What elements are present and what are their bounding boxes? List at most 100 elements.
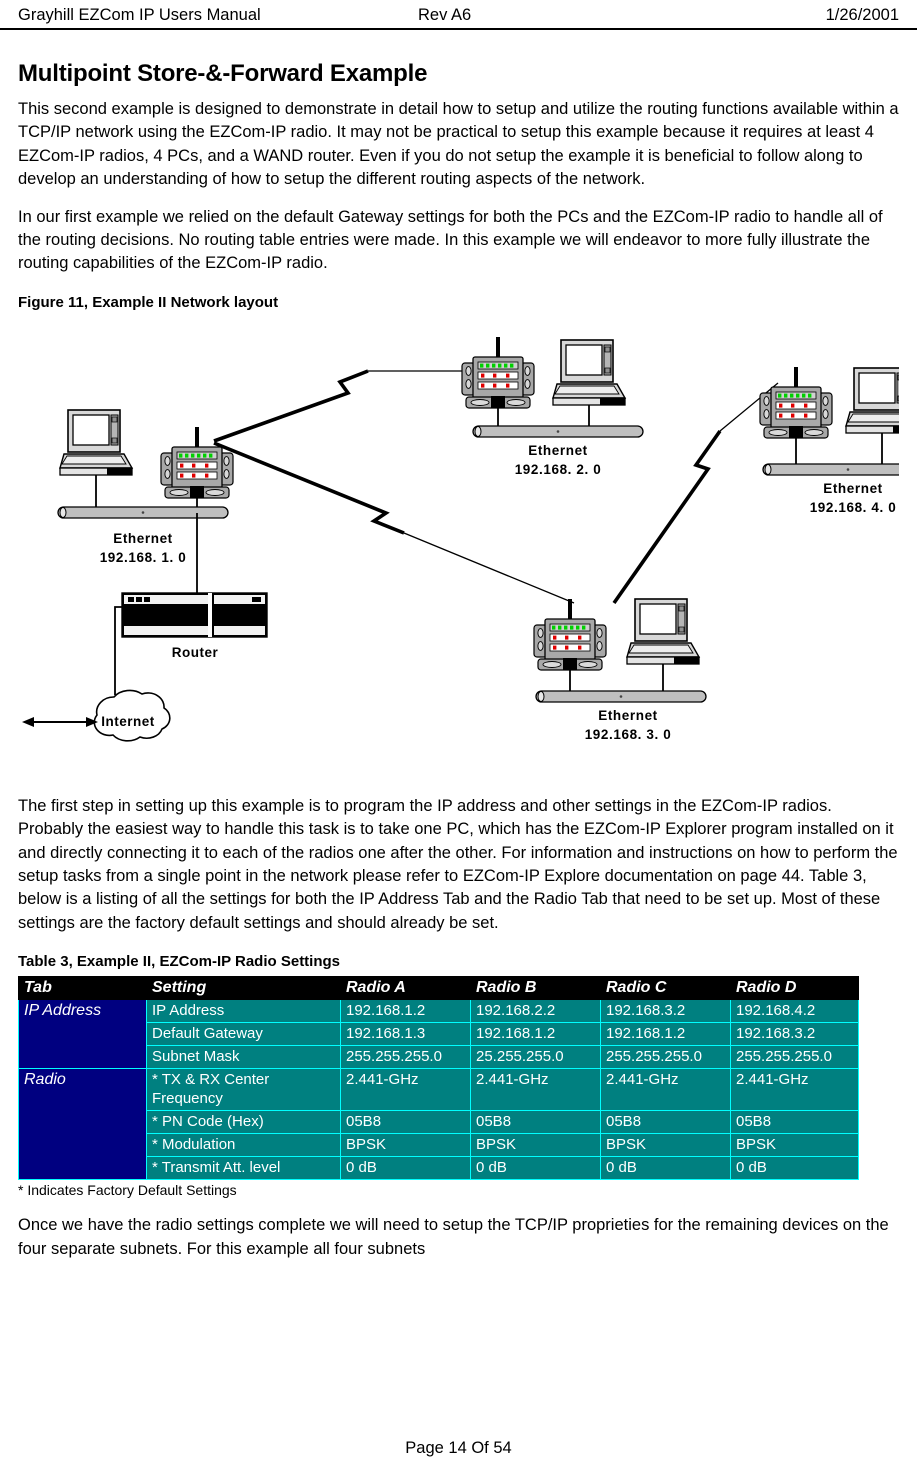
column-header-radio-b: Radio B (470, 976, 601, 1001)
internet-cloud-icon (93, 689, 171, 742)
header-date: 1/26/2001 (825, 6, 899, 24)
table-header-row: Tab Setting Radio A Radio B Radio C Radi… (18, 976, 859, 1001)
header-revision: Rev A6 (418, 6, 472, 24)
table-row: * Transmit Att. level 0 dB 0 dB 0 dB 0 d… (19, 1156, 859, 1181)
setting-name: Default Gateway (146, 1022, 341, 1047)
value-radio-a: 0 dB (340, 1156, 471, 1181)
segment-1-label-line2: 192.168. 1. 0 (100, 550, 187, 565)
radio-modem-icon (533, 598, 607, 671)
laptop-computer-icon (59, 409, 133, 476)
radio-modem-icon (461, 336, 535, 409)
segment-2-label-line1: Ethernet (528, 443, 588, 458)
segment-1-label-line1: Ethernet (113, 531, 173, 546)
header-divider (0, 28, 917, 30)
segment-2-label-line2: 192.168. 2. 0 (515, 462, 602, 477)
laptop-computer-icon (552, 339, 626, 406)
internet-cloud-group: Internet (22, 689, 171, 742)
value-radio-b: 192.168.2.2 (470, 999, 601, 1024)
value-radio-c: 05B8 (600, 1110, 731, 1135)
value-radio-a: 2.441-GHz (340, 1068, 471, 1112)
segment-4-group: Ethernet 192.168. 4. 0 (759, 366, 899, 515)
column-header-setting: Setting (146, 976, 341, 1001)
value-radio-b: 2.441-GHz (470, 1068, 601, 1112)
setting-name: * PN Code (Hex) (146, 1110, 341, 1135)
value-radio-d: 0 dB (730, 1156, 859, 1181)
laptop-computer-icon (845, 367, 899, 434)
tab-group-label-radio: Radio (18, 1068, 147, 1181)
setting-name: * Modulation (146, 1133, 341, 1158)
arrow-left-icon (22, 716, 34, 727)
router-label: Router (172, 645, 219, 660)
network-diagram: Ethernet 192.168. 1. 0 Router (18, 325, 899, 795)
table-footnote: * Indicates Factory Default Settings (18, 1182, 237, 1199)
value-radio-d: 255.255.255.0 (730, 1045, 859, 1070)
table-row: Default Gateway 192.168.1.3 192.168.1.2 … (19, 1022, 859, 1047)
ethernet-bus-icon (535, 690, 707, 703)
value-radio-a: BPSK (340, 1133, 471, 1158)
value-radio-d: 192.168.4.2 (730, 999, 859, 1024)
table-row: IP Address IP Address 192.168.1.2 192.16… (18, 999, 859, 1070)
value-radio-d: 05B8 (730, 1110, 859, 1135)
paragraph-setup: The first step in setting up this exampl… (18, 796, 898, 932)
document-content: Multipoint Store-&-Forward Example This … (18, 44, 899, 1275)
value-radio-c: 0 dB (600, 1156, 731, 1181)
tab-group-label-ip-address: IP Address (18, 999, 147, 1070)
column-header-tab: Tab (18, 976, 147, 1001)
value-radio-c: 255.255.255.0 (600, 1045, 731, 1070)
segment-3-label-line1: Ethernet (598, 708, 658, 723)
column-header-radio-c: Radio C (600, 976, 731, 1001)
table-caption: Table 3, Example II, EZCom-IP Radio Sett… (18, 953, 341, 971)
network-diagram-svg: Ethernet 192.168. 1. 0 Router (22, 336, 899, 742)
setting-name: * TX & RX Center Frequency (146, 1068, 341, 1112)
value-radio-b: 25.255.255.0 (470, 1045, 601, 1070)
value-radio-d: BPSK (730, 1133, 859, 1158)
segment-2-group: Ethernet 192.168. 2. 0 (461, 336, 644, 477)
page-number-label: Page 14 Of 54 (405, 1439, 512, 1457)
wireless-link-a-to-c (213, 441, 575, 604)
column-header-radio-d: Radio D (730, 976, 859, 1001)
value-radio-d: 192.168.3.2 (730, 1022, 859, 1047)
segment-4-label-line1: Ethernet (823, 481, 883, 496)
value-radio-b: BPSK (470, 1133, 601, 1158)
page-footer: Page 14 Of 54 (0, 1439, 917, 1458)
value-radio-b: 192.168.1.2 (470, 1022, 601, 1047)
page-header: Grayhill EZCom IP Users Manual Rev A6 1/… (18, 4, 899, 26)
figure-caption: Figure 11, Example II Network layout (18, 293, 279, 311)
setting-name: * Transmit Att. level (146, 1156, 341, 1181)
value-radio-d: 2.441-GHz (730, 1068, 859, 1112)
table-row: Subnet Mask 255.255.255.0 25.255.255.0 2… (19, 1045, 859, 1070)
setting-name: IP Address (146, 999, 341, 1024)
segment-3-group: Ethernet 192.168. 3. 0 (533, 598, 707, 742)
paragraph-closing: Once we have the radio settings complete… (18, 1216, 889, 1258)
value-radio-c: 192.168.1.2 (600, 1022, 731, 1047)
segment-1-group: Ethernet 192.168. 1. 0 (57, 409, 234, 593)
ethernet-bus-icon (762, 463, 899, 476)
wireless-link-a-to-b (213, 369, 481, 443)
table-row: * Modulation BPSK BPSK BPSK BPSK (19, 1133, 859, 1158)
setting-name: Subnet Mask (146, 1045, 341, 1070)
header-document-title: Grayhill EZCom IP Users Manual (18, 6, 261, 24)
radio-settings-table: Tab Setting Radio A Radio B Radio C Radi… (18, 976, 859, 1181)
value-radio-b: 05B8 (470, 1110, 601, 1135)
page-title: Multipoint Store-&-Forward Example (18, 60, 428, 87)
internet-label: Internet (101, 714, 155, 729)
value-radio-c: BPSK (600, 1133, 731, 1158)
router-group: Router (114, 592, 268, 695)
radio-modem-icon (759, 366, 833, 439)
wireless-link-c-to-d (612, 382, 779, 604)
value-radio-c: 2.441-GHz (600, 1068, 731, 1112)
segment-3-label-line2: 192.168. 3. 0 (585, 727, 672, 742)
value-radio-a: 255.255.255.0 (340, 1045, 471, 1070)
value-radio-c: 192.168.3.2 (600, 999, 731, 1024)
paragraph-intro-2: In our first example we relied on the de… (18, 207, 883, 273)
laptop-computer-icon (626, 598, 700, 665)
value-radio-a: 192.168.1.3 (340, 1022, 471, 1047)
paragraph-intro-1: This second example is designed to demon… (18, 100, 899, 189)
segment-4-label-line2: 192.168. 4. 0 (810, 500, 897, 515)
table-row: Radio * TX & RX Center Frequency 2.441-G… (18, 1068, 859, 1181)
column-header-radio-a: Radio A (340, 976, 471, 1001)
value-radio-a: 192.168.1.2 (340, 999, 471, 1024)
value-radio-b: 0 dB (470, 1156, 601, 1181)
ethernet-bus-icon (472, 425, 644, 438)
value-radio-a: 05B8 (340, 1110, 471, 1135)
